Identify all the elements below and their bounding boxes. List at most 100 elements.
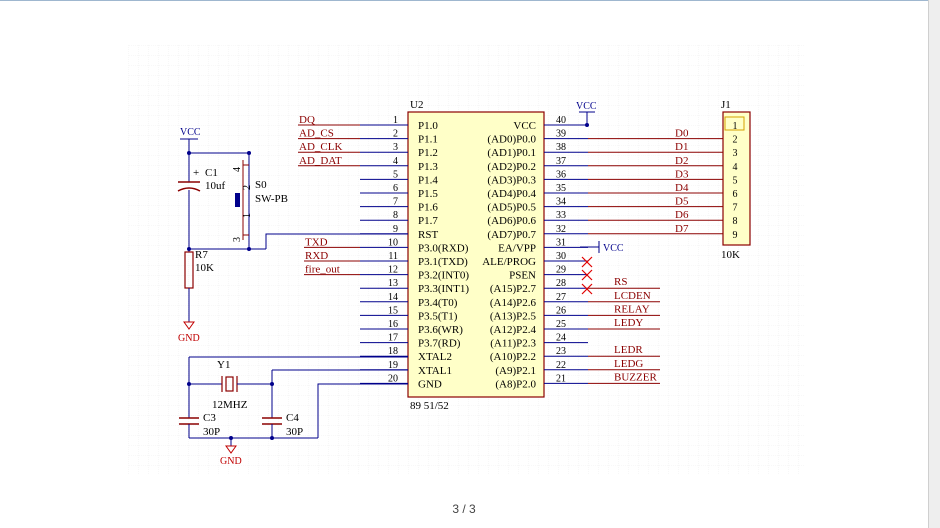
mcu-pin-num: 7 xyxy=(393,197,398,208)
mcu-pin-28: 28(A15)P2.7RS xyxy=(490,276,660,295)
header-body xyxy=(722,111,751,246)
net-label: D7 xyxy=(675,223,689,235)
switch-pin-c: 1 xyxy=(242,213,253,218)
mcu-pin-name: (AD2)P0.2 xyxy=(487,161,536,173)
mcu-pin-name: RST xyxy=(418,229,438,241)
c1-ref: C1 xyxy=(205,167,218,179)
mcu-pin-name: (A10)P2.2 xyxy=(490,351,536,363)
net-label: TXD xyxy=(305,236,328,248)
mcu-pin-num: 10 xyxy=(388,237,398,248)
c4-value: 30P xyxy=(286,426,303,438)
crystal-value: 12MHZ xyxy=(212,399,248,411)
mcu-pin-num: 34 xyxy=(556,197,566,208)
mcu-pin-name: VCC xyxy=(513,120,536,132)
viewer-top-border xyxy=(0,0,928,1)
header-pin-3: 3 xyxy=(733,148,738,159)
mcu-pin-num: 8 xyxy=(393,210,398,221)
net-label: AD_CLK xyxy=(299,141,342,153)
mcu-pin-39: 39 (AD0)P0.0 D0 xyxy=(487,128,723,146)
c3-value: 30P xyxy=(203,426,220,438)
mcu-pin-name: EA/VPP xyxy=(498,242,536,254)
header-pin-1: 1 xyxy=(733,121,738,132)
mcu-pin-num: 18 xyxy=(388,346,398,357)
net-label: LCDEN xyxy=(614,290,651,302)
mcu-pin-name: (AD5)P0.5 xyxy=(487,202,536,214)
mcu-pin-num: 3 xyxy=(393,142,398,153)
mcu-pin-num: 9 xyxy=(393,224,398,235)
reset-circuit: VCC + C1 10uf 4 2 1 3 S0 SW-PB xyxy=(177,127,408,344)
mcu-pin-name: (AD7)P0.7 xyxy=(487,229,536,241)
mcu-pin-num: 31 xyxy=(556,237,566,248)
mcu-pin-name: (A8)P2.0 xyxy=(495,378,536,390)
mcu-pin-name: P3.7(RD) xyxy=(418,338,461,350)
mcu-pin-name: P3.0(RXD) xyxy=(418,242,469,254)
net-label: AD_DAT xyxy=(299,155,342,167)
net-label: AD_CS xyxy=(299,128,334,140)
mcu-pin-name: XTAL2 xyxy=(418,351,452,363)
mcu-pin-name: PSEN xyxy=(509,270,536,282)
mcu-pin-name: GND xyxy=(418,378,442,390)
mcu-pin-num: 29 xyxy=(556,265,566,276)
mcu-pin-name: (AD0)P0.0 xyxy=(487,134,536,146)
mcu-ref: U2 xyxy=(410,99,423,111)
mcu-pin-num: 22 xyxy=(556,360,566,371)
mcu-pin-2: 2 P1.1 AD_CS xyxy=(298,128,438,146)
header-value: 10K xyxy=(721,249,740,261)
mcu-pin-num: 30 xyxy=(556,251,566,262)
mcu-pin-num: 5 xyxy=(393,169,398,180)
mcu-pin-name: (AD3)P0.3 xyxy=(487,174,536,186)
viewer-scroll-edge[interactable] xyxy=(928,0,940,528)
mcu-pin-name: P1.3 xyxy=(418,161,438,173)
mcu-pin-name: P1.6 xyxy=(418,202,438,214)
mcu-pin-name: XTAL1 xyxy=(418,365,452,377)
mcu-pin-num: 33 xyxy=(556,210,566,221)
reset-gnd-label: GND xyxy=(178,333,200,344)
mcu-pin-10: 10 P3.0(RXD) TXD xyxy=(304,236,469,254)
svg-text:VCC: VCC xyxy=(603,243,624,254)
viewer-footer xyxy=(0,494,928,528)
mcu-pin-name: (A12)P2.4 xyxy=(490,324,537,336)
mcu-pin-num: 39 xyxy=(556,129,566,140)
mcu-pin-num: 35 xyxy=(556,183,566,194)
mcu-pin-20: 20 GND xyxy=(360,373,442,390)
mcu-pin-num: 21 xyxy=(556,373,566,384)
net-label: LEDG xyxy=(614,358,643,370)
net-label: fire_out xyxy=(305,264,340,276)
switch-ref: S0 xyxy=(255,179,267,191)
net-label: DQ xyxy=(299,114,315,126)
mcu-pin-num: 25 xyxy=(556,319,566,330)
c3-ref: C3 xyxy=(203,412,216,424)
c4-ref: C4 xyxy=(286,412,299,424)
mcu-pin-name: (A14)P2.6 xyxy=(490,297,537,309)
mcu-pin-name: (A13)P2.5 xyxy=(490,310,537,322)
net-label: D6 xyxy=(675,209,689,221)
net-label: D0 xyxy=(675,128,689,140)
mcu-pin-name: P1.1 xyxy=(418,134,438,146)
header-pin-9: 9 xyxy=(733,230,738,241)
net-label: RELAY xyxy=(614,303,650,315)
mcu-pin-name: (AD6)P0.6 xyxy=(487,215,536,227)
mcu-pin-num: 2 xyxy=(393,129,398,140)
mcu-pin-name: P3.5(T1) xyxy=(418,310,458,322)
mcu-part: 89 51/52 xyxy=(410,400,449,412)
mcu-pin-num: 20 xyxy=(388,373,398,384)
